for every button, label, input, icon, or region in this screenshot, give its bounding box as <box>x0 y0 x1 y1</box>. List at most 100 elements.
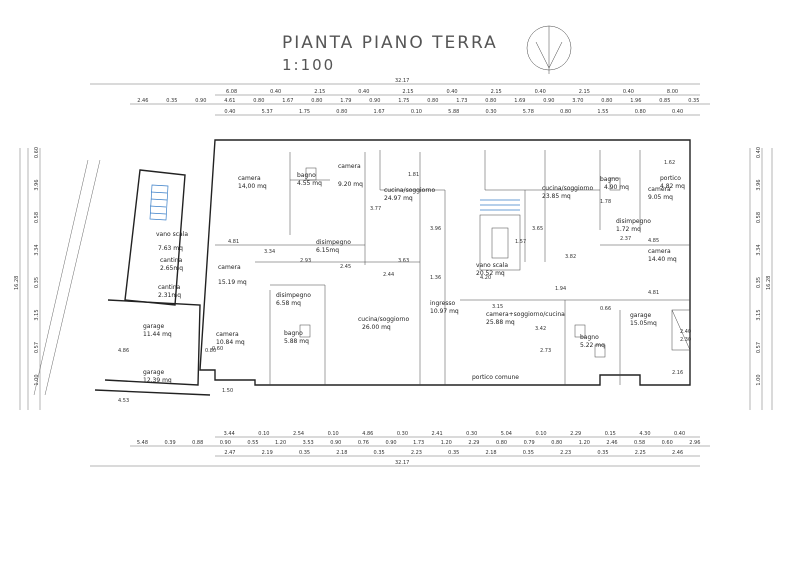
dimension-label: 0.80 <box>205 348 216 354</box>
room-bagno-b: bagno <box>600 176 619 183</box>
dimension-label: 1.81 <box>408 172 419 178</box>
room-camera-c-area: 9.05 mq <box>648 194 673 201</box>
dimension-label: 0.35 <box>166 98 177 104</box>
dimension-label: 1.73 <box>413 440 424 446</box>
room-disimpegno-c: disimpegno <box>276 292 311 299</box>
room-disimpegno-a-area: 6.15mq <box>316 247 339 254</box>
dimension-label: 1.57 <box>515 239 526 245</box>
dimension-label: 0.57 <box>756 342 762 353</box>
dimension-label: 0.80 <box>336 109 347 115</box>
dimension-label: 0.35 <box>688 98 699 104</box>
dimension-label: 4.85 <box>648 238 659 244</box>
room-bagno-b-area: 4.90 mq <box>604 184 629 191</box>
dimension-label: 2.45 <box>340 264 351 270</box>
room-vano-scala-a: vano scala <box>156 231 188 238</box>
dimension-label: 3.15 <box>756 309 762 320</box>
dimension-label: 0.35 <box>374 450 385 456</box>
room-vano-scala-b-area: 20.52 mq <box>476 270 505 277</box>
room-camera-a: camera <box>238 175 261 182</box>
room-cucina-b: cucina/soggiorno <box>542 185 593 192</box>
dimension-label: 2.15 <box>402 89 413 95</box>
dimension-label: 1.00 <box>34 374 40 385</box>
room-cucina-a-area: 24.97 mq <box>384 195 413 202</box>
dimension-label: 0.10 <box>328 431 339 437</box>
room-cantina-a: cantina <box>160 257 183 264</box>
room-bagno-d-area: 5.22 mq <box>580 342 605 349</box>
dimension-label: 0.55 <box>247 440 258 446</box>
dimension-label: 3.34 <box>264 249 275 255</box>
dimension-label: 0.90 <box>220 440 231 446</box>
dimension-label: 4.30 <box>639 431 650 437</box>
dimension-label: 0.40 <box>224 109 235 115</box>
dimension-label: 4.20 <box>480 275 491 281</box>
dimension-label: 2.93 <box>300 258 311 264</box>
dimension-label: 1.69 <box>514 98 525 104</box>
dimension-label: 0.40 <box>270 89 281 95</box>
dimension-label: 0.57 <box>34 342 40 353</box>
room-disimpegno-c-area: 6.58 mq <box>276 300 301 307</box>
dimension-label: 2.25 <box>635 450 646 456</box>
dimension-label: 3.15 <box>492 304 503 310</box>
dimension-label: 0.15 <box>605 431 616 437</box>
dimension-label: 0.40 <box>674 431 685 437</box>
dimension-label: 1.75 <box>299 109 310 115</box>
dimension-label: 5.04 <box>501 431 512 437</box>
room-ingresso-area: 10.97 mq <box>430 308 459 315</box>
dimension-label: 0.60 <box>662 440 673 446</box>
room-disimpegno-b-area: 1.72 mq <box>616 226 641 233</box>
dimension-label: 3.44 <box>224 431 235 437</box>
room-camera-e-area: 15.19 mq <box>218 279 247 286</box>
dimension-label: 0.76 <box>358 440 369 446</box>
dimension-label: 4.81 <box>228 239 239 245</box>
drawing-title: PIANTA PIANO TERRA <box>282 33 498 53</box>
room-camera-f: camera <box>216 331 239 338</box>
dimension-label: 2.29 <box>468 440 479 446</box>
dimension-label: 3.15 <box>34 309 40 320</box>
right-dim-row: 0.403.960.583.340.353.150.571.00 <box>756 147 762 386</box>
dimension-label: 3.63 <box>398 258 409 264</box>
dimension-label: 0.30 <box>466 431 477 437</box>
dimension-label: 0.58 <box>634 440 645 446</box>
left-dimensions: 16.28 <box>14 148 41 410</box>
dimension-label: 2.37 <box>620 236 631 242</box>
room-camera-d: camera <box>648 248 671 255</box>
dimension-label: 0.30 <box>397 431 408 437</box>
bottom-total-dim: 32.17 <box>395 460 409 466</box>
room-bagno-c: bagno <box>284 330 303 337</box>
dimension-label: 3.70 <box>572 98 583 104</box>
dimension-label: 1.75 <box>398 98 409 104</box>
room-cantina-b-area: 2.31mq <box>158 292 181 299</box>
dimension-label: 3.53 <box>303 440 314 446</box>
fixtures <box>299 167 691 358</box>
dimension-label: 1.73 <box>456 98 467 104</box>
room-disimpegno-a: disimpegno <box>316 239 351 246</box>
room-ingresso: ingresso <box>430 300 456 307</box>
dimension-label: 0.80 <box>496 440 507 446</box>
room-garage-b-area: 12.39 mq <box>143 377 172 384</box>
dimension-label: 0.40 <box>535 89 546 95</box>
dimension-label: 0.35 <box>597 450 608 456</box>
dimension-label: 0.60 <box>34 147 40 158</box>
dimension-label: 2.30 <box>680 337 691 343</box>
dimension-label: 2.15 <box>491 89 502 95</box>
left-total-dim: 16.28 <box>14 276 20 290</box>
dimension-label: 2.46 <box>672 450 683 456</box>
room-bagno-a-area: 4.55 mq <box>297 180 322 187</box>
dimension-label: 1.50 <box>222 388 233 394</box>
dimension-label: 0.80 <box>560 109 571 115</box>
dimension-label: 0.10 <box>535 431 546 437</box>
dimension-label: 0.10 <box>411 109 422 115</box>
dimension-label: 5.88 <box>448 109 459 115</box>
dimension-label: 1.62 <box>664 160 675 166</box>
dimension-label: 2.16 <box>672 370 683 376</box>
dimension-label: 4.53 <box>118 398 129 404</box>
dimension-label: 0.40 <box>623 89 634 95</box>
dimension-label: 2.15 <box>579 89 590 95</box>
dimension-label: 0.90 <box>385 440 396 446</box>
dimension-label: 2.40 <box>680 329 691 335</box>
room-cucina-a: cucina/soggiorno <box>384 187 435 194</box>
